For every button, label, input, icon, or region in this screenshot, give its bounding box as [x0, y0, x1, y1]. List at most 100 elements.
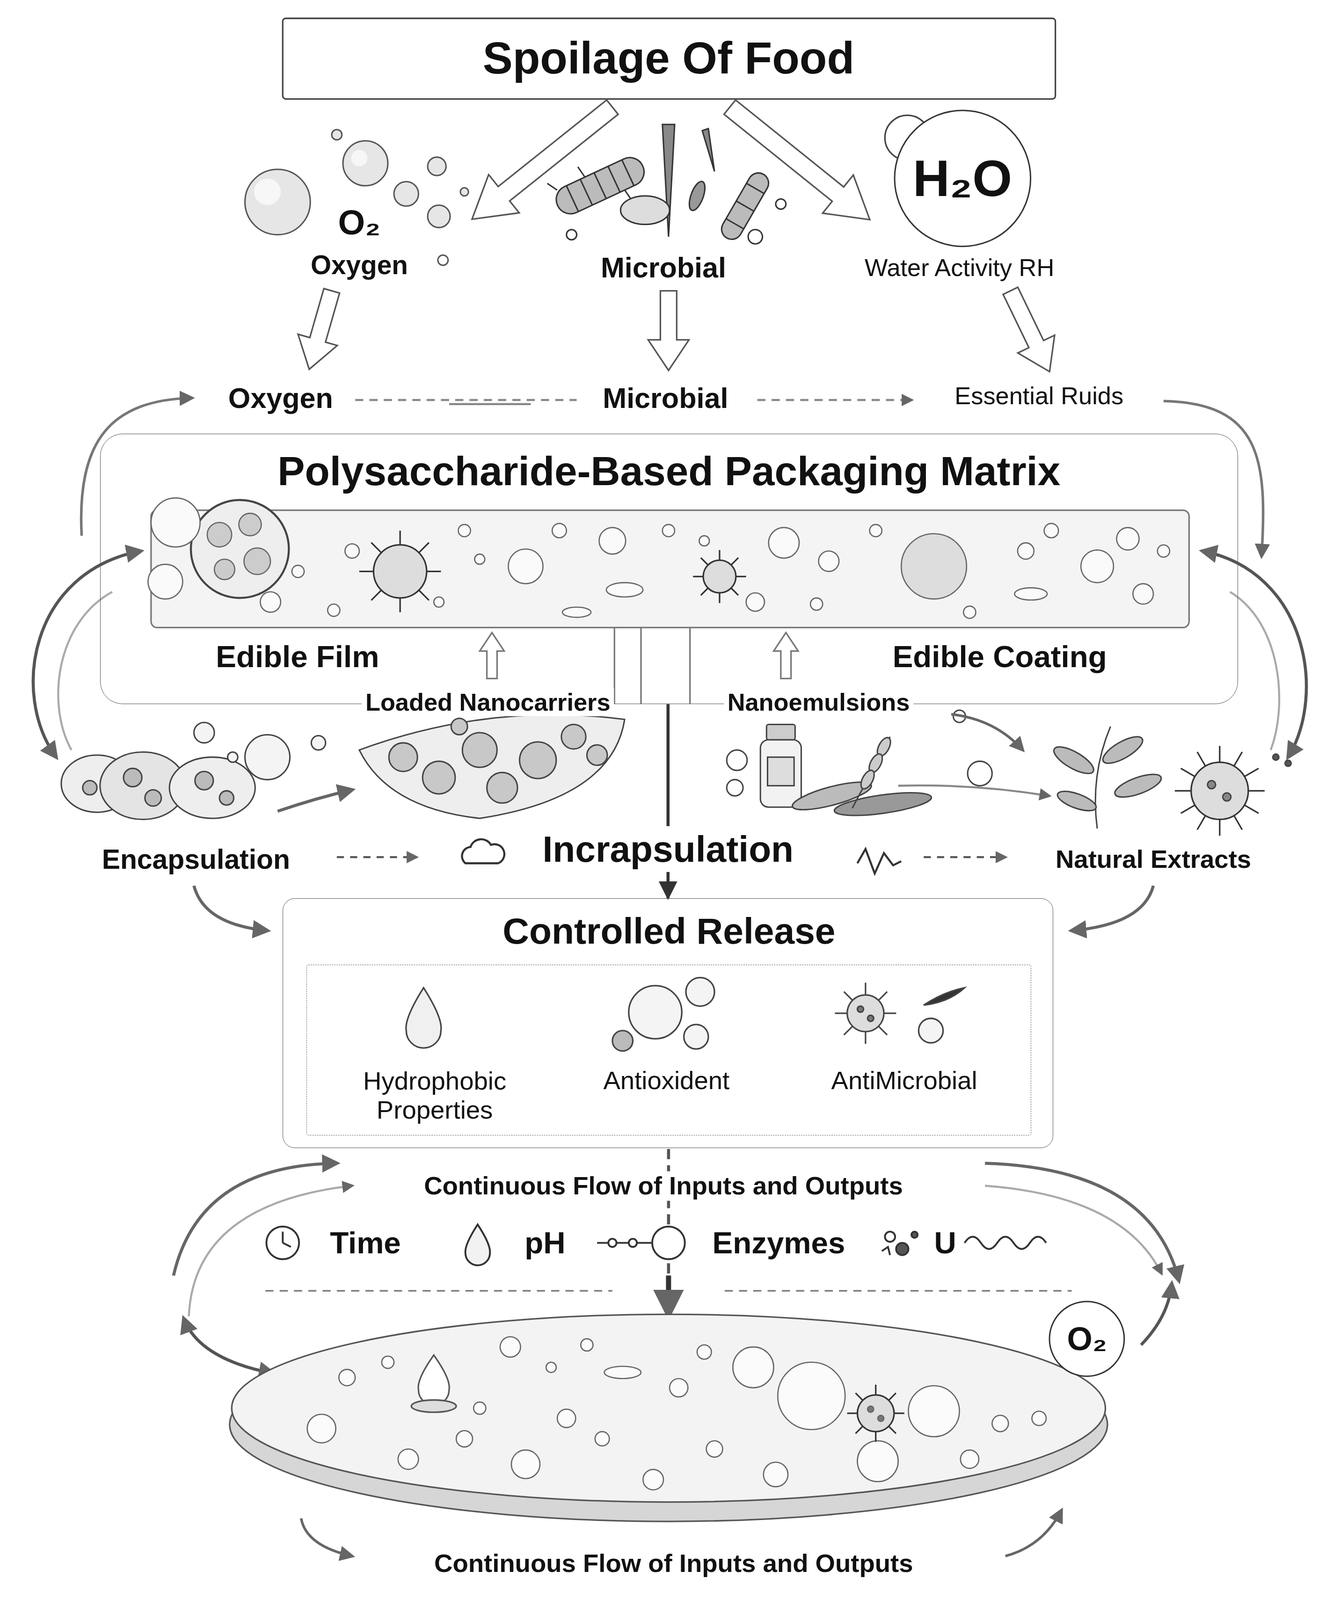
carrier-label: Nanoemulsions [723, 688, 914, 717]
dish-particles [991, 1415, 1009, 1432]
dish-particles [847, 1384, 905, 1443]
matrix-particles [1014, 587, 1048, 600]
spoilage-arrows [648, 291, 689, 371]
natural-extracts-drawing [766, 724, 795, 741]
release-icons [883, 1012, 896, 1014]
trigger-label: U [930, 1225, 960, 1261]
microbe-drawing [717, 169, 773, 244]
connector-label: Incrapsulation [536, 826, 800, 873]
release-icons [864, 1031, 867, 1044]
property-label: Antioxident [603, 1066, 730, 1096]
factor-label: Oxygen [306, 250, 412, 281]
encapsulation-drawing [193, 722, 215, 743]
flow-arrows [173, 1163, 1180, 1557]
dish-particles [855, 1393, 863, 1401]
factor-icons [597, 1242, 654, 1245]
flow-arrows [1141, 1283, 1172, 1346]
dish-particles [874, 1384, 877, 1396]
natural-extracts-drawing [1050, 742, 1098, 779]
release-icons [857, 1006, 864, 1013]
release-icons [844, 1026, 853, 1036]
encapsulation-drawing [61, 714, 625, 820]
upward-arrows [479, 632, 504, 679]
matrix-particles [1017, 542, 1035, 560]
dish-particles [706, 1441, 723, 1458]
spoilage-arrows [289, 285, 352, 376]
release-icons [878, 991, 888, 1001]
matrix-particles [810, 597, 823, 611]
natural-extracts-drawing [858, 768, 877, 792]
microbe-drawing [621, 160, 634, 186]
matrix-particles [1044, 523, 1059, 539]
factor-links [757, 399, 912, 401]
natural-extracts-drawing [1095, 726, 1111, 829]
encapsulation-drawing [169, 757, 255, 819]
matrix-particles [399, 597, 401, 613]
microbe-drawing [594, 172, 607, 199]
oxygen-bubbles [331, 129, 343, 140]
release-icons [834, 1012, 847, 1014]
natural-extracts-drawing [1180, 768, 1195, 777]
food-dish [418, 1355, 450, 1406]
upward-arrows [479, 632, 504, 679]
dish-particles [580, 1339, 593, 1352]
matrix-particles [147, 497, 1170, 619]
side-arrows [1230, 591, 1280, 751]
release-icons [612, 1030, 634, 1052]
oxygen-bubbles [427, 204, 451, 228]
microbe-drawing [577, 166, 585, 179]
matrix-particles [327, 604, 340, 617]
side-arrows [58, 591, 113, 751]
dish-particles [511, 1449, 540, 1479]
trigger-label: pH [520, 1225, 569, 1261]
microbe-drawing [546, 124, 787, 244]
formula-label: O₂ [334, 202, 385, 243]
dish-particles [877, 1415, 884, 1422]
matrix-particles [703, 560, 736, 593]
dish-particles [847, 1384, 905, 1443]
dish-particles [307, 1414, 336, 1443]
dish-particles [381, 1356, 394, 1369]
natural-extracts-drawing [1272, 754, 1279, 761]
release-icons [867, 1015, 874, 1022]
matrix-particles [243, 547, 271, 575]
matrix-particles [731, 588, 739, 596]
matrix-particles [692, 575, 704, 578]
matrix-particles [418, 542, 430, 554]
dish-particles [557, 1409, 576, 1428]
release-icons [923, 987, 965, 1006]
flow-arrows [183, 1318, 274, 1374]
spoilage-arrows [289, 285, 352, 376]
microbe-drawing [748, 229, 763, 245]
matrix-particles [371, 542, 382, 554]
natural-extracts-drawing [1244, 805, 1259, 814]
oxygen-bubbles [427, 157, 446, 176]
encapsulation-drawing [422, 761, 456, 794]
matrix-particles [746, 592, 765, 612]
oxygen-bubbles [245, 129, 469, 266]
factor-icons [895, 1243, 909, 1256]
matrix-particles [1132, 583, 1154, 605]
trigger-label: Time [326, 1225, 405, 1261]
water-circle: H₂O [893, 109, 1033, 248]
encapsulation-drawing [82, 780, 98, 796]
matrix-particles [474, 553, 485, 565]
side-arrows [33, 551, 141, 758]
natural-extracts-drawing [1197, 751, 1206, 766]
factor-icons [465, 1224, 491, 1266]
release-icons [834, 982, 896, 1044]
natural-extracts-drawing [1191, 762, 1249, 820]
title-box [282, 18, 1056, 99]
microbe-drawing [607, 166, 620, 192]
matrix-particles [399, 530, 401, 546]
natural-extracts-drawing [1284, 760, 1291, 767]
spoilage-arrows [648, 291, 689, 371]
property-label: Hydrophobic Properties [317, 1066, 553, 1126]
oxygen-bubbles [437, 254, 449, 266]
formula-label: H₂O [912, 149, 1013, 208]
encapsulation-drawing [145, 789, 162, 807]
matrix-strip [151, 510, 1190, 628]
flow-arrows [1005, 1510, 1062, 1557]
factor-links [355, 399, 577, 401]
